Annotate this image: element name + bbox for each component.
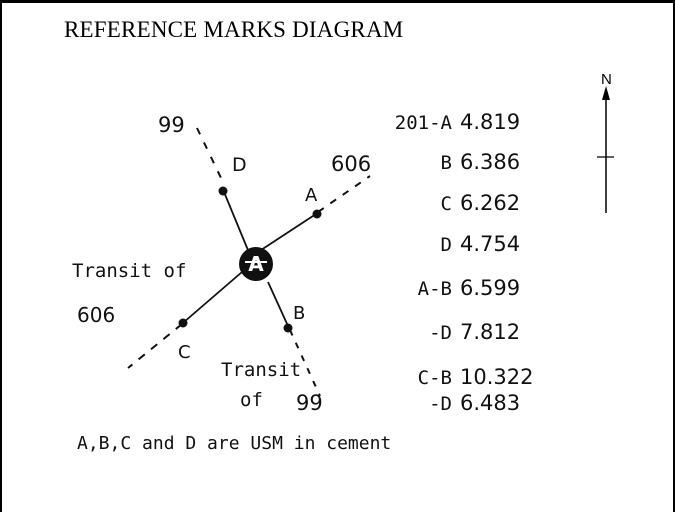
measurement-label: C-B [418,367,452,389]
measurement-value: 4.754 [460,232,520,256]
label-99-top: 99 [158,113,185,137]
label-99-bottom: 99 [296,391,323,415]
line-c-dashed [127,323,183,369]
measurement-label: -D [429,322,452,344]
label-transit-bottom-line1: Transit [221,359,301,381]
measurement-value: 6.483 [460,391,520,415]
measurement-value: 10.322 [460,365,533,389]
transit-station-icon: A [239,247,273,281]
point-b-marker [283,323,293,333]
point-a-marker [312,209,322,219]
north-arrow-head [602,86,610,100]
label-point-a: A [305,185,318,206]
measurement-label: A-B [418,278,452,300]
north-arrow: N [597,71,614,213]
measurement-label: D [441,234,452,256]
page-title: REFERENCE MARKS DIAGRAM [64,17,404,42]
measurement-value: 6.386 [460,150,520,174]
measurement-label: -D [429,393,452,415]
line-center-b [267,281,289,327]
point-d-marker [218,186,228,196]
station-symbol-label: A [248,252,264,276]
line-center-c [183,271,243,323]
line-d-center [223,191,251,256]
label-point-b: B [293,303,305,324]
label-transit-bottom-of: of [240,389,263,411]
point-c-marker [178,318,188,328]
measurement-value: 7.812 [460,320,520,344]
footnote: A,B,C and D are USM in cement [77,433,391,454]
measurement-value: 6.599 [460,276,520,300]
line-b-99-dashed [289,329,321,397]
line-to-99-dashed [196,127,223,181]
measurement-label: B [441,152,452,174]
label-transit-left: Transit of [72,260,186,282]
label-point-c: C [178,342,191,363]
north-label: N [601,71,612,88]
label-606-left: 606 [77,303,115,327]
label-point-d: D [232,154,247,176]
measurement-value: 6.262 [460,191,520,215]
measurement-value: 4.819 [460,110,520,134]
measurements-table: 201-A 4.819 B 6.386 C 6.262 D 4.754 A-B … [395,110,534,415]
line-center-a [257,213,317,253]
top-border [0,0,675,3]
line-a-606-dashed [317,175,371,213]
label-606-right: 606 [331,152,371,176]
measurement-label: 201-A [395,112,453,134]
measurement-label: C [441,193,452,215]
